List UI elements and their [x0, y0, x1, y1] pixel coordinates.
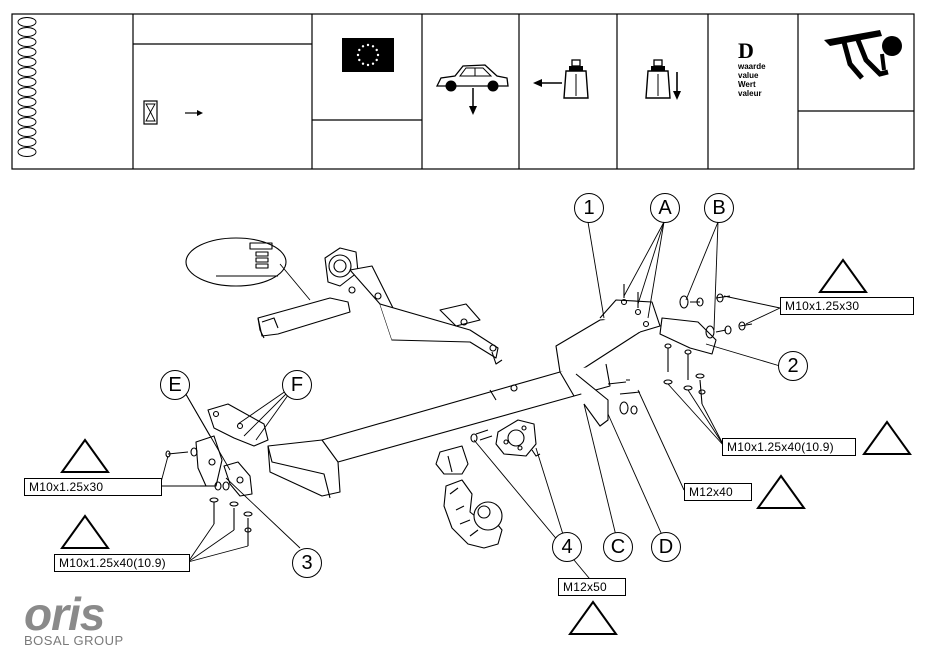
callout-3: 3 [292, 548, 322, 578]
bolt-spec-2: M10x1.25x40(10.9) [722, 438, 856, 456]
warning-triangle-icon [568, 600, 618, 636]
callout-C: C [603, 532, 633, 562]
eu-flag-icon [342, 38, 394, 72]
weight-vertical-icon [645, 58, 685, 104]
callout-4: 4 [552, 532, 582, 562]
logo-word: oris [24, 594, 124, 634]
callout-E: E [160, 370, 190, 400]
bolt-spec-1: M10x1.25x30 [780, 297, 914, 315]
d-value-block: D waarde value Wert valeur [738, 40, 788, 98]
socket-assembly [436, 420, 540, 548]
warning-triangle-icon [60, 514, 110, 550]
d-line-3: Wert [738, 80, 788, 89]
callout-2: 2 [778, 351, 808, 381]
callout-D: D [651, 532, 681, 562]
warning-triangle-icon [862, 420, 912, 456]
hourglass-icon [143, 100, 159, 126]
inset-bracket [258, 248, 502, 364]
type-plate [186, 238, 286, 286]
oval-stack [18, 18, 36, 157]
callout-A: A [650, 193, 680, 223]
vertical-bolts-right [664, 344, 705, 404]
d-letter: D [738, 40, 788, 62]
bolt-spec-5: M10x1.25x40(10.9) [54, 554, 190, 572]
callout-B: B [704, 193, 734, 223]
oris-logo: oris BOSAL GROUP [24, 594, 124, 648]
left-bracket [196, 404, 268, 496]
right-plate [660, 294, 752, 354]
warning-triangle-icon [60, 438, 110, 474]
weight-horizontal-icon [532, 58, 592, 104]
callout-F: F [282, 370, 312, 400]
exploded-diagram [0, 175, 950, 659]
warning-triangle-icon [756, 474, 806, 510]
bolt-spec-4: M10x1.25x30 [24, 478, 162, 496]
logo-group: BOSAL GROUP [24, 634, 124, 648]
warning-triangle-icon [818, 258, 868, 294]
d-line-4: valeur [738, 89, 788, 98]
callout-1: 1 [574, 193, 604, 223]
left-vertical-bolts [210, 498, 252, 546]
d-line-1: waarde [738, 62, 788, 71]
car-load-icon [433, 58, 513, 118]
towbar-icon [822, 24, 910, 86]
bolt-spec-3: M12x40 [684, 483, 752, 501]
d-line-2: value [738, 71, 788, 80]
arrow-right-icon [184, 108, 204, 118]
bolt-spec-6: M12x50 [558, 578, 626, 596]
